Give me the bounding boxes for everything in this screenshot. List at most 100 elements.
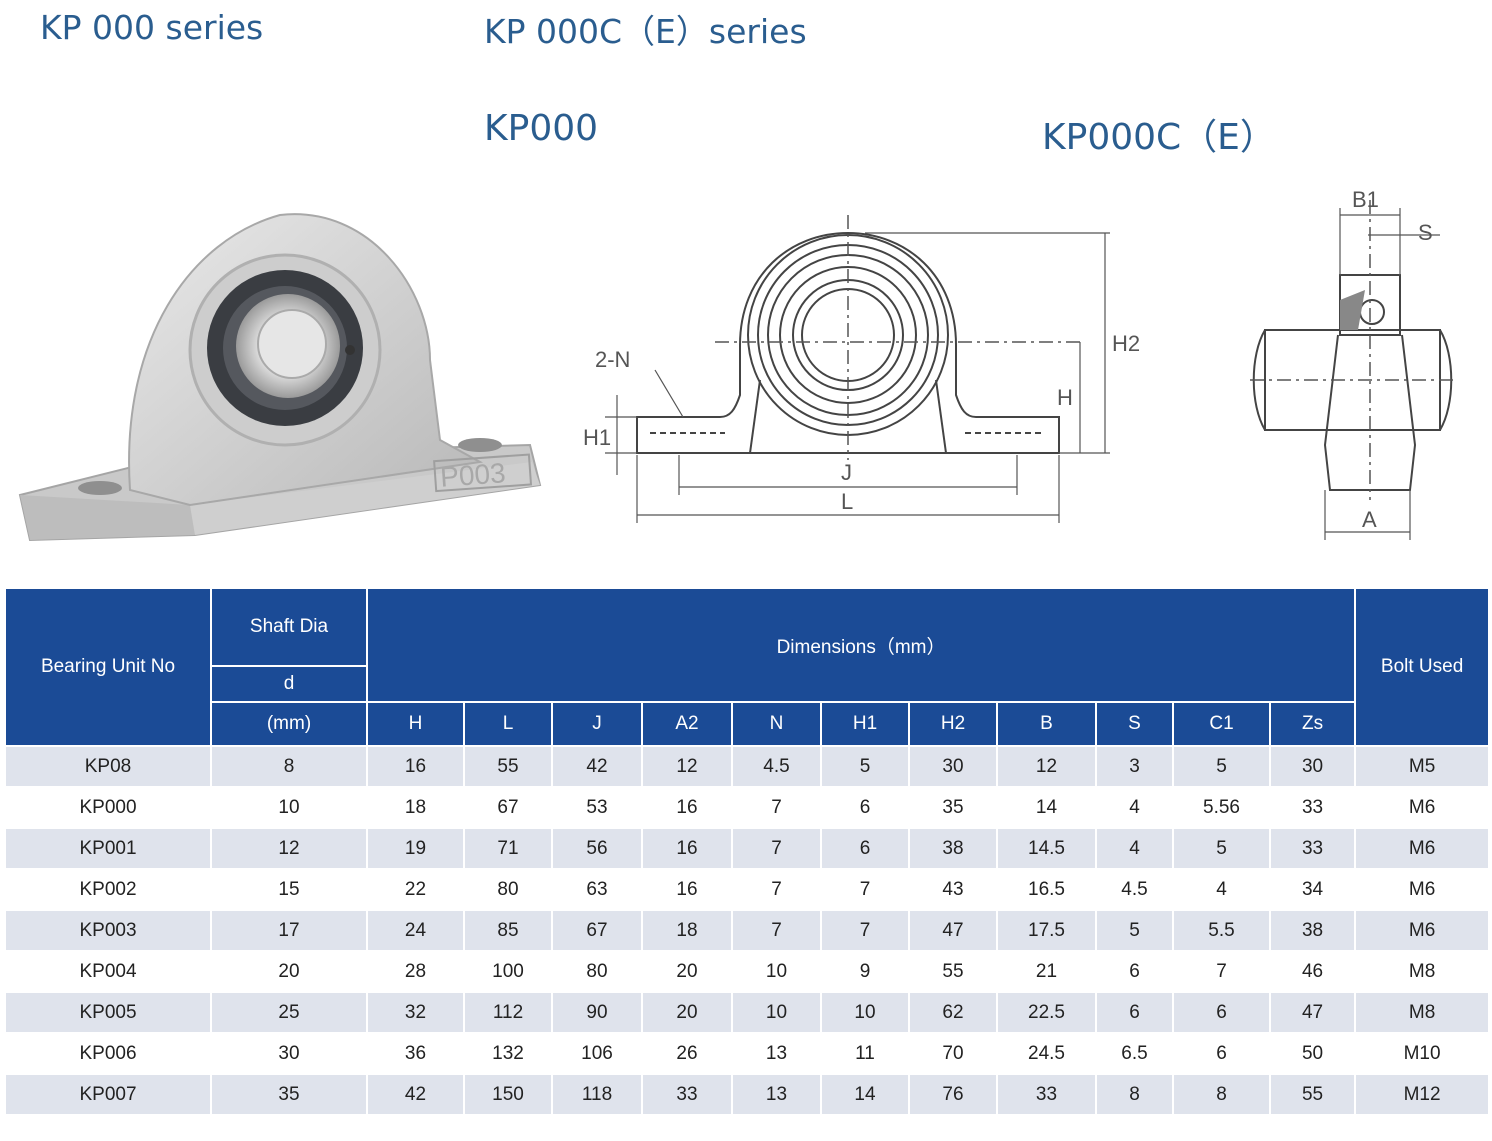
table-cell: 118 xyxy=(551,1073,643,1116)
header-dim-l: L xyxy=(463,701,553,747)
table-cell: 36 xyxy=(366,1032,465,1075)
table-cell: 7 xyxy=(731,868,822,911)
table-cell: 11 xyxy=(820,1032,910,1075)
header-dim-h: H xyxy=(366,701,465,747)
table-cell: 10 xyxy=(731,991,822,1034)
table-cell: 24.5 xyxy=(996,1032,1097,1075)
header-bolt-used: Bolt Used xyxy=(1354,587,1491,747)
table-cell: 30 xyxy=(908,745,998,788)
series-heading-kp000: KP 000 series xyxy=(40,8,264,47)
table-cell: 18 xyxy=(366,786,465,829)
model-heading-kp000c: KP000C（E） xyxy=(1042,117,1276,158)
table-cell: 35 xyxy=(210,1073,368,1116)
series-heading-kp000c: KP 000C（E）series xyxy=(484,12,807,51)
table-cell: 20 xyxy=(210,950,368,993)
table-cell: 132 xyxy=(463,1032,553,1075)
table-cell: 67 xyxy=(463,786,553,829)
table-cell: 10 xyxy=(820,991,910,1034)
header-dim-n: N xyxy=(731,701,822,747)
header-dim-j: J xyxy=(551,701,643,747)
label-j: J xyxy=(841,460,852,485)
table-cell: 6 xyxy=(1172,991,1271,1034)
table-cell: M5 xyxy=(1354,745,1491,788)
label-l: L xyxy=(841,489,853,514)
header-shaft-dia: Shaft Dia xyxy=(210,587,368,667)
table-cell: 67 xyxy=(551,909,643,952)
table-cell: 16 xyxy=(366,745,465,788)
table-cell: 6 xyxy=(1095,950,1174,993)
label-h: H xyxy=(1057,385,1073,410)
header-dimensions: Dimensions（mm） xyxy=(365,587,1357,703)
table-cell: 4 xyxy=(1172,868,1271,911)
table-cell: 5 xyxy=(1095,909,1174,952)
label-h1: H1 xyxy=(583,425,611,450)
table-cell: 20 xyxy=(641,991,733,1034)
table-cell: 8 xyxy=(1095,1073,1174,1116)
table-cell: 15 xyxy=(210,868,368,911)
table-cell: 33 xyxy=(996,1073,1097,1116)
table-cell: 4.5 xyxy=(1095,868,1174,911)
table-cell: 6 xyxy=(820,786,910,829)
table-cell: 10 xyxy=(210,786,368,829)
table-cell: 47 xyxy=(908,909,998,952)
table-cell: KP006 xyxy=(4,1032,212,1075)
table-cell: KP003 xyxy=(4,909,212,952)
table-cell: 85 xyxy=(463,909,553,952)
header-bearing-unit-no: Bearing Unit No xyxy=(4,587,212,747)
table-cell: 25 xyxy=(210,991,368,1034)
table-cell: M6 xyxy=(1354,868,1491,911)
table-cell: 19 xyxy=(366,827,465,870)
table-cell: 14 xyxy=(996,786,1097,829)
table-cell: M10 xyxy=(1354,1032,1491,1075)
label-2n: 2-N xyxy=(595,347,630,372)
table-cell: 4 xyxy=(1095,786,1174,829)
table-cell: 80 xyxy=(463,868,553,911)
table-cell: 56 xyxy=(551,827,643,870)
side-view-drawing: B1 S A xyxy=(1250,187,1455,540)
table-cell: 21 xyxy=(996,950,1097,993)
table-cell: 3 xyxy=(1095,745,1174,788)
table-cell: 42 xyxy=(366,1073,465,1116)
table-cell: 55 xyxy=(908,950,998,993)
table-cell: 13 xyxy=(731,1032,822,1075)
table-cell: 112 xyxy=(463,991,553,1034)
table-cell: 55 xyxy=(1268,1073,1357,1116)
table-cell: 33 xyxy=(641,1073,733,1116)
header-dim-a2: A2 xyxy=(641,701,733,747)
table-cell: 50 xyxy=(1268,1032,1357,1075)
table-cell: 8 xyxy=(210,745,368,788)
table-cell: 4.5 xyxy=(731,745,822,788)
table-cell: 5 xyxy=(1172,827,1271,870)
table-cell: 38 xyxy=(1268,909,1357,952)
table-cell: 20 xyxy=(641,950,733,993)
table-cell: 12 xyxy=(996,745,1097,788)
table-cell: 26 xyxy=(641,1032,733,1075)
table-cell: 5.56 xyxy=(1172,786,1271,829)
casting-mark-text: P003 xyxy=(439,457,506,492)
table-cell: 34 xyxy=(1268,868,1357,911)
header-dim-b: B xyxy=(996,701,1097,747)
table-cell: 30 xyxy=(210,1032,368,1075)
label-h2: H2 xyxy=(1112,331,1140,356)
table-cell: KP000 xyxy=(4,786,212,829)
table-cell: 16 xyxy=(641,786,733,829)
table-cell: M6 xyxy=(1354,786,1491,829)
table-cell: 7 xyxy=(820,868,910,911)
table-cell: 16 xyxy=(641,868,733,911)
table-cell: 7 xyxy=(1172,950,1271,993)
table-cell: 22 xyxy=(366,868,465,911)
label-b1: B1 xyxy=(1352,187,1379,212)
table-cell: 12 xyxy=(641,745,733,788)
table-cell: 150 xyxy=(463,1073,553,1116)
table-cell: 35 xyxy=(908,786,998,829)
header-shaft-symbol: d xyxy=(210,665,368,703)
table-cell: 12 xyxy=(210,827,368,870)
table-cell: 6 xyxy=(1095,991,1174,1034)
table-cell: 16.5 xyxy=(996,868,1097,911)
